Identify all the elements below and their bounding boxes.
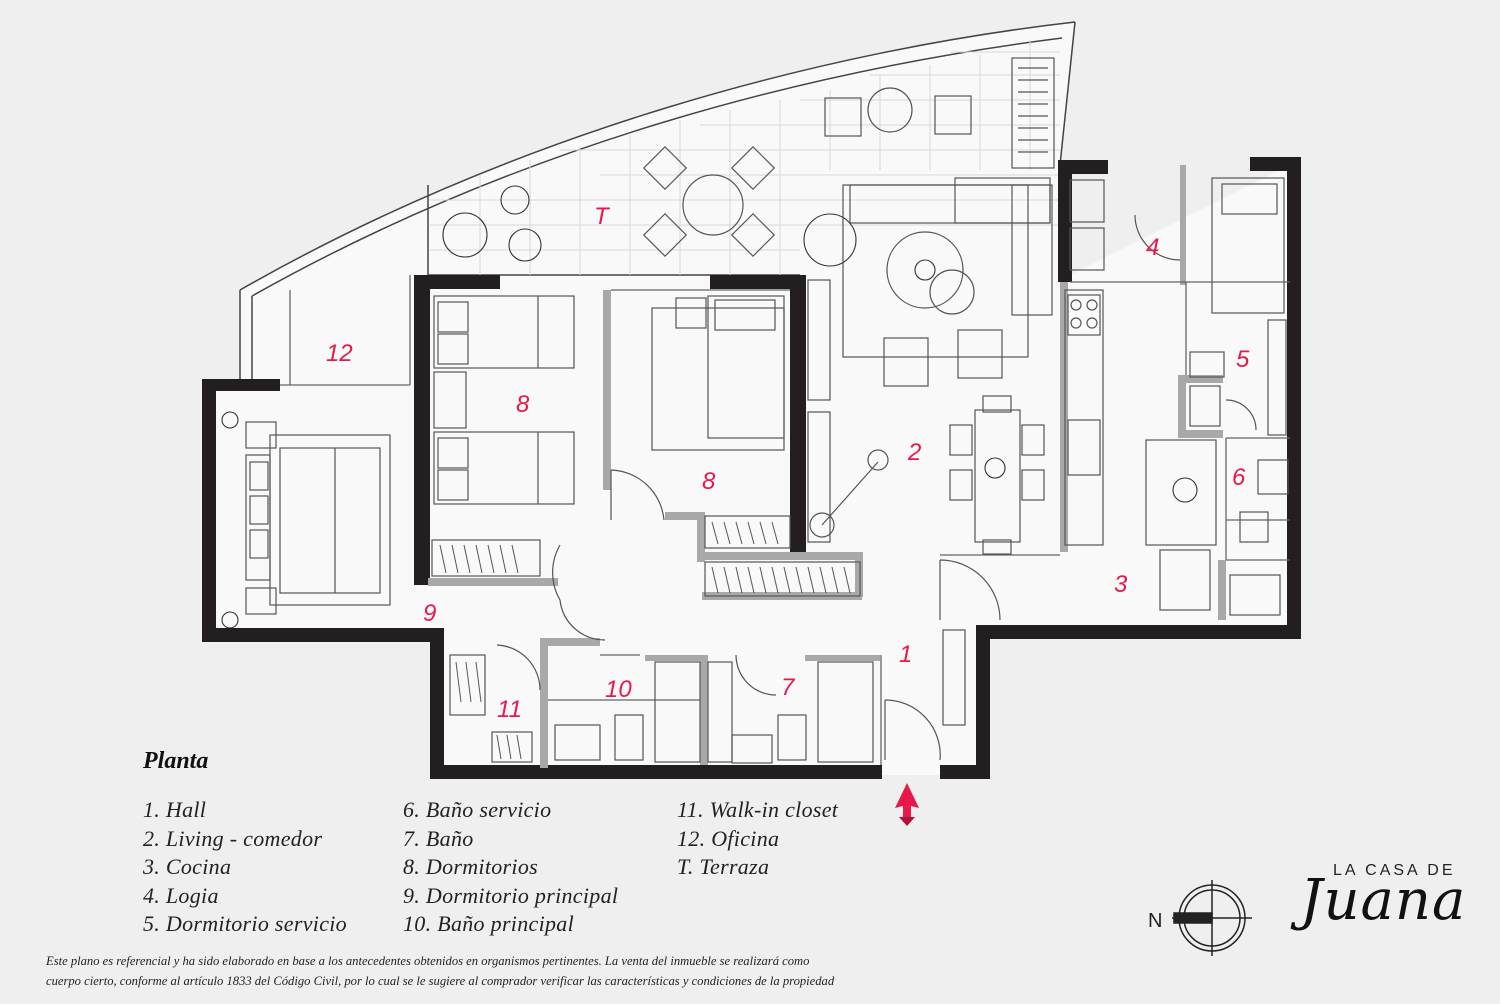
room-label-hall: 1 [899, 641, 912, 668]
room-label-walk-in-closet: 11 [497, 696, 522, 723]
legend-item: 8. Dormitorios [403, 854, 538, 879]
legend-column-1: 1. Hall 2. Living - comedor 3. Cocina 4.… [143, 796, 347, 939]
legend-item: 2. Living - comedor [143, 825, 323, 851]
legend-item: 10. Baño principal [403, 911, 575, 936]
legend-title: Planta [143, 748, 209, 774]
legend-item: 3. Cocina [143, 854, 232, 879]
kitchen-fixtures [1064, 177, 1289, 616]
twin-beds [431, 295, 575, 577]
room-label-dormitorio-b: 8 [702, 468, 716, 495]
legend-item: 1. Hall [143, 797, 207, 822]
legend-column-2: 6. Baño servicio 7. Baño 8. Dormitorios … [403, 796, 618, 939]
room-label-dormitorio-a: 8 [516, 391, 530, 418]
room-label-living: 2 [907, 439, 921, 466]
brand-name: LA CASA DE [1333, 862, 1456, 879]
room-label-bano-principal: 10 [605, 676, 632, 703]
legend-item: 5. Dormitorio servicio [143, 911, 347, 936]
room-label-cocina: 3 [1114, 571, 1128, 598]
legend-item: 7. Baño [403, 825, 474, 851]
legend-item: 6. Baño servicio [403, 797, 552, 822]
room-label-bano-servicio: 6 [1232, 464, 1246, 491]
legend-column-3: 11. Walk-in closet 12. Oficina T. Terraz… [677, 796, 838, 882]
master-bed [245, 421, 391, 615]
floor-fill [205, 22, 1300, 775]
queen-bed [651, 295, 861, 597]
plants-icon [221, 185, 1198, 629]
brand-logo-icon: Juana [1300, 868, 1467, 933]
room-label-dormitorio-principal: 9 [423, 600, 436, 627]
room-label-oficina: 12 [326, 340, 353, 367]
compass-icon [1172, 880, 1252, 956]
room-label-terraza: T [594, 203, 611, 230]
room-label-dormitorio-servicio: 5 [1236, 346, 1250, 373]
room-labels: 1 2 3 4 5 6 7 8 8 9 10 11 12 T [326, 203, 1250, 723]
legend-item: 12. Oficina [677, 825, 780, 851]
living-furniture [807, 177, 1053, 555]
disclaimer-line-2: cuerpo cierto, conforme al artículo 1833… [46, 974, 835, 988]
bath-fixtures [449, 629, 966, 764]
legend-item: 9. Dormitorio principal [403, 882, 619, 908]
legend-item: 11. Walk-in closet [677, 797, 839, 822]
door-swings [496, 214, 1257, 761]
entrance-arrow-icon [895, 783, 919, 826]
legend-item: T. Terraza [677, 854, 770, 879]
exterior-walls [202, 157, 1301, 779]
terrace-furniture [642, 57, 1055, 258]
disclaimer: Este plano es referencial y ha sido elab… [46, 951, 1146, 991]
terrace-tiles [430, 40, 1060, 275]
legend-item: 4. Logia [143, 882, 219, 908]
disclaimer-line-1: Este plano es referencial y ha sido elab… [46, 954, 810, 968]
room-label-logia: 4 [1146, 234, 1159, 261]
partition-lines [280, 275, 1290, 765]
room-label-bano: 7 [781, 674, 796, 701]
closet-hatching [439, 521, 851, 760]
compass-north-label: N [1148, 910, 1162, 932]
